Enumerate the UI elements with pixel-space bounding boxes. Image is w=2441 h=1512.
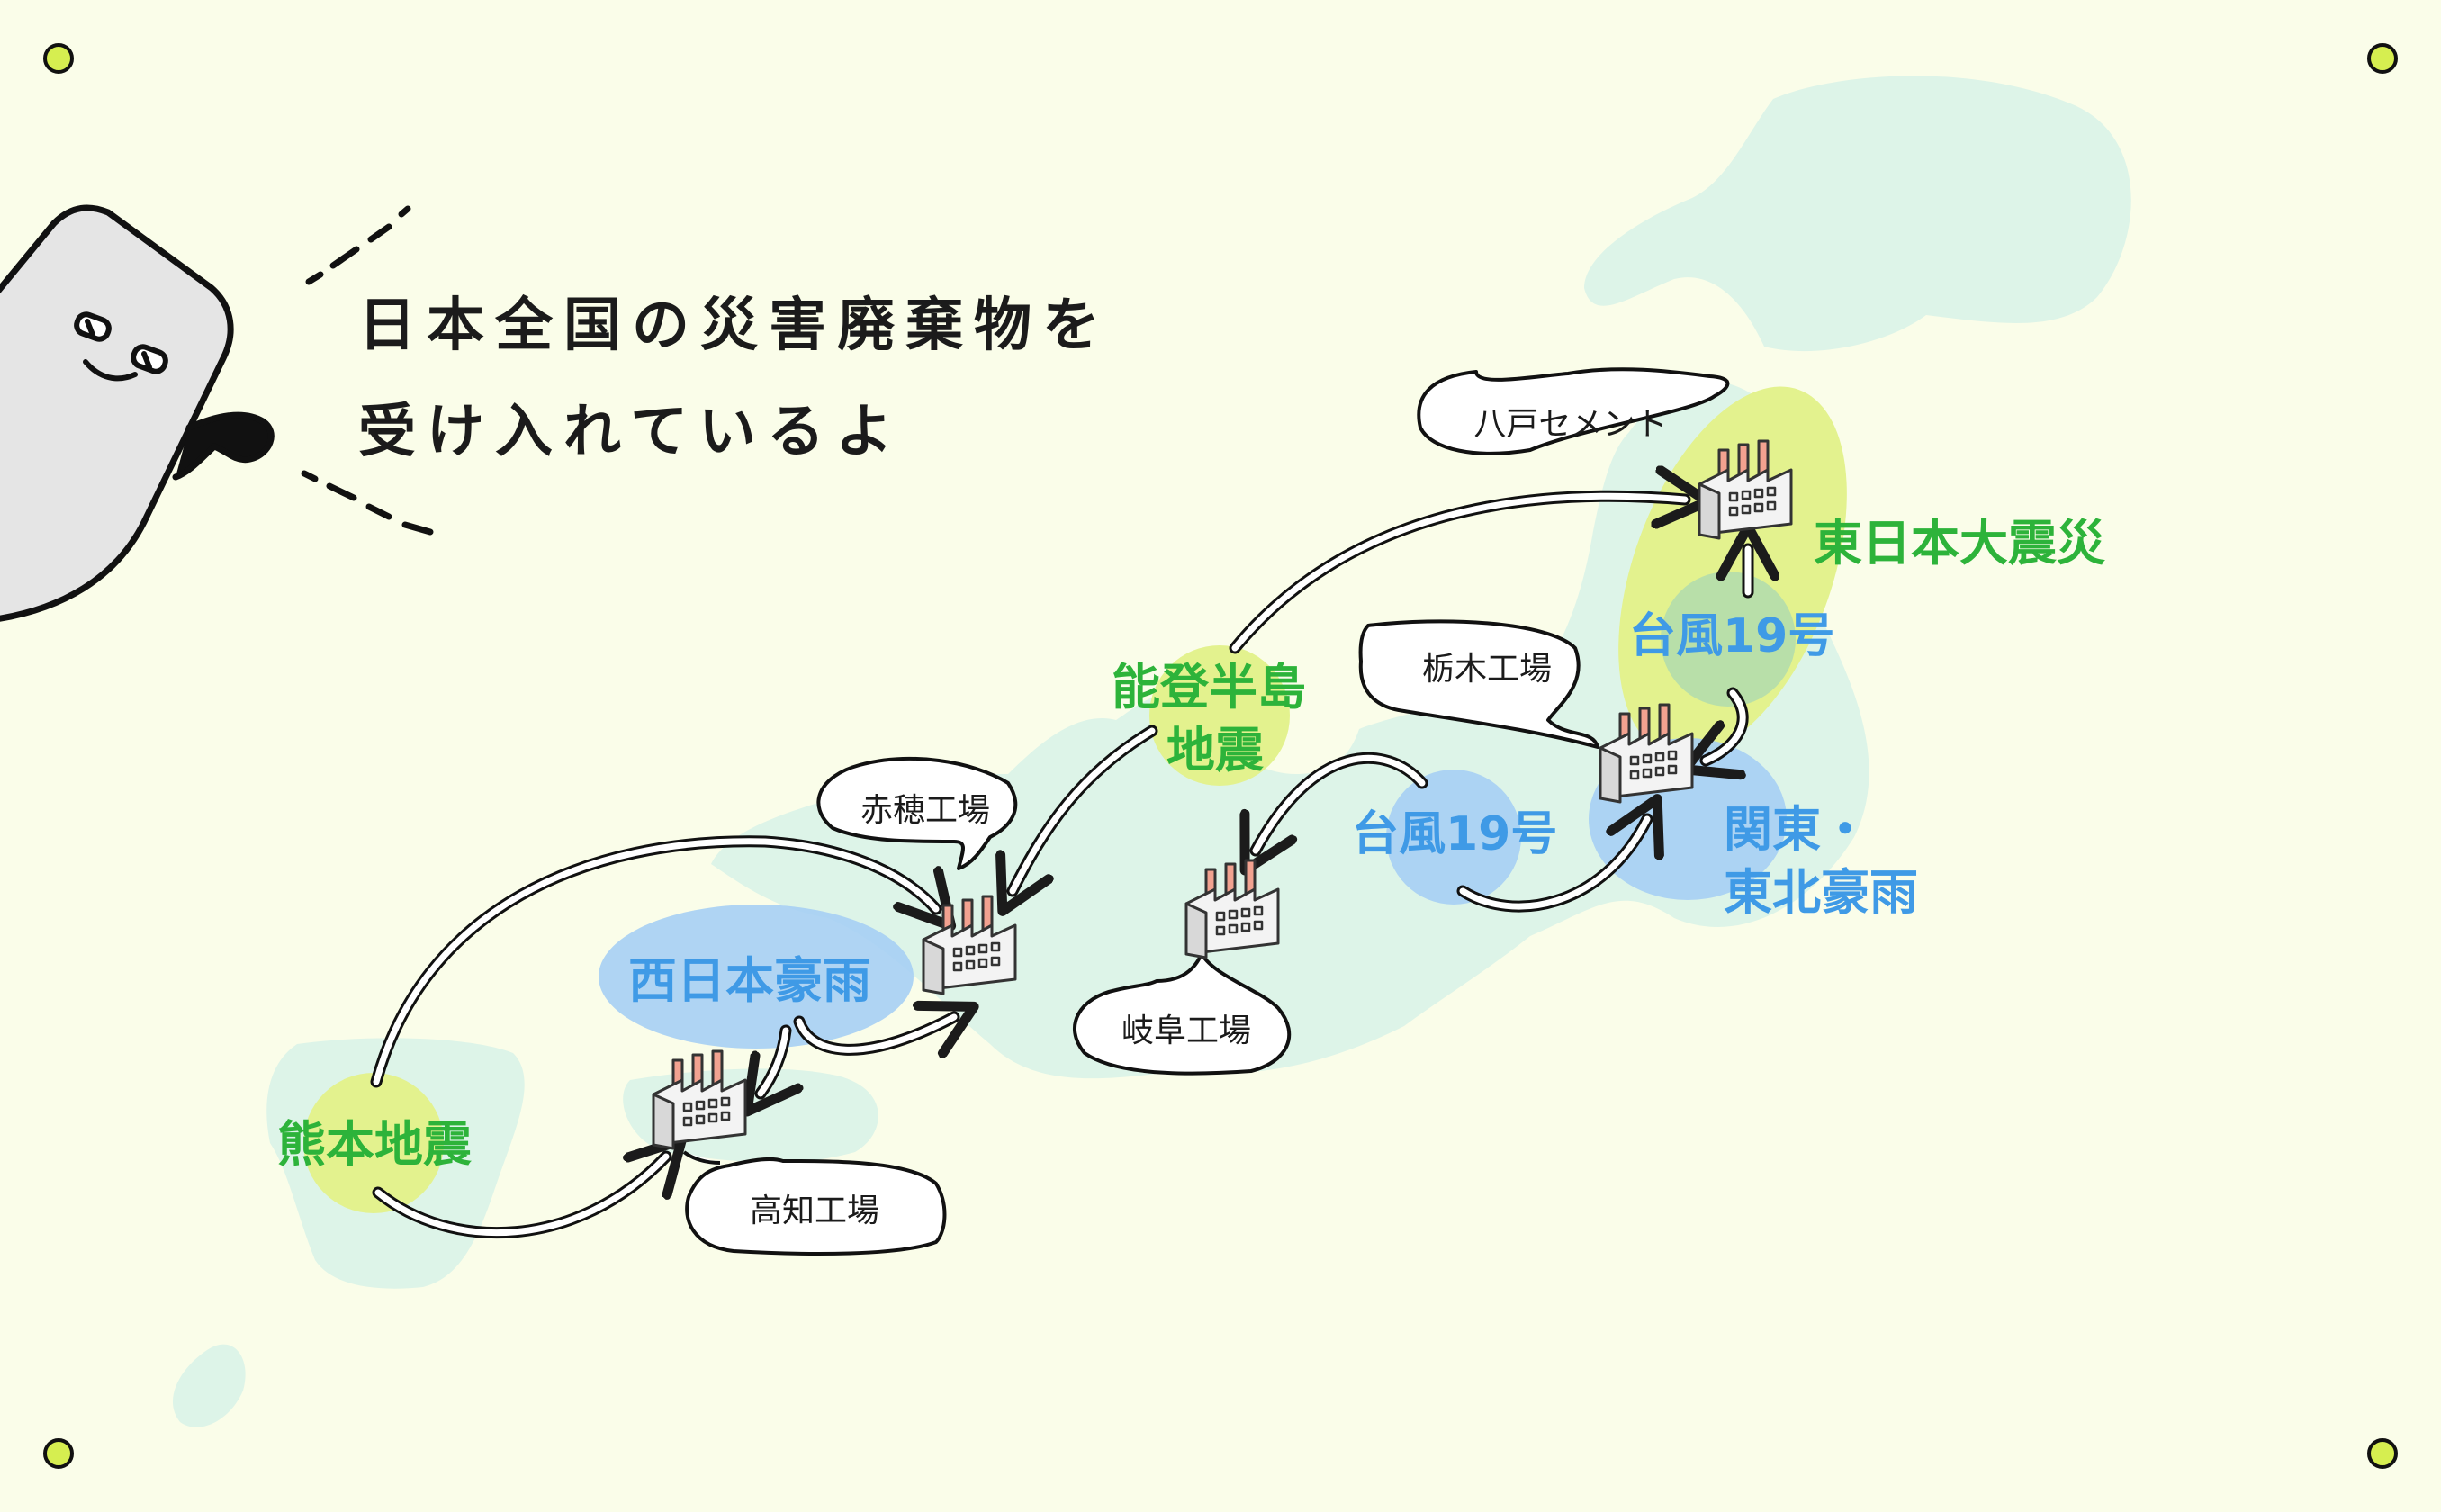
speech-dashes: [301, 205, 434, 536]
label-kanto-tohoku-rain-2: 東北豪雨: [1724, 864, 1918, 921]
typhoon-north-zone: [1661, 572, 1796, 706]
kumamoto-zone: [303, 1073, 444, 1213]
label-kanto-tohoku-rain-1: 関東・: [1724, 801, 1869, 858]
label-nishi-nihon-rain: 西日本豪雨: [628, 952, 871, 1009]
mascot-character: [0, 204, 275, 622]
factory-icon: [922, 895, 1017, 995]
headline-line-1: 日本全国の災害廃棄物を: [358, 292, 1111, 359]
factory-name-ako: 赤穂工場: [860, 792, 991, 829]
factory-name-tochigi: 栃木工場: [1421, 651, 1553, 688]
factory-icon: [652, 1049, 747, 1150]
hokkaido-shape: [1584, 76, 2131, 352]
label-typhoon19-north: 台風19号: [1629, 609, 1835, 663]
mascot-face: [74, 311, 168, 382]
corner-dot-top-right: [2367, 43, 2398, 74]
corner-dot-bottom-right: [2367, 1438, 2398, 1469]
typhoon-central-zone: [1386, 770, 1521, 904]
speech-bubbles: [682, 367, 1730, 1256]
corner-dot-top-left: [43, 43, 74, 74]
nishi-nihon-zone: [599, 904, 914, 1048]
bubble-ako: [816, 757, 1018, 870]
bubble-tochigi: [1358, 619, 1599, 749]
bubble-hachinohe: [1417, 367, 1730, 455]
arrows: [370, 496, 1748, 1239]
factory-name-hachinohe: 八戸セメント: [1473, 406, 1668, 443]
headline-line-2: 受け入れているよ: [358, 399, 905, 465]
factory-name-gifu: 岐阜工場: [1121, 1012, 1252, 1049]
label-noto-earthquake-2: 地震: [1166, 722, 1264, 778]
factory-name-kochi: 高知工場: [749, 1192, 880, 1229]
factory-icon: [1599, 703, 1694, 804]
corner-dot-bottom-left: [43, 1438, 74, 1469]
yakushima-shape: [172, 1344, 246, 1427]
label-noto-earthquake-1: 能登半島: [1112, 659, 1306, 716]
noto-zone: [1149, 645, 1290, 786]
factory-icon: [1184, 859, 1280, 959]
label-higashi-nihon-earthquake: 東日本大震災: [1814, 515, 2105, 572]
label-kumamoto-earthquake: 熊本地震: [277, 1116, 472, 1173]
factory-icon: [1698, 439, 1793, 540]
label-typhoon19-central: 台風19号: [1352, 807, 1558, 861]
